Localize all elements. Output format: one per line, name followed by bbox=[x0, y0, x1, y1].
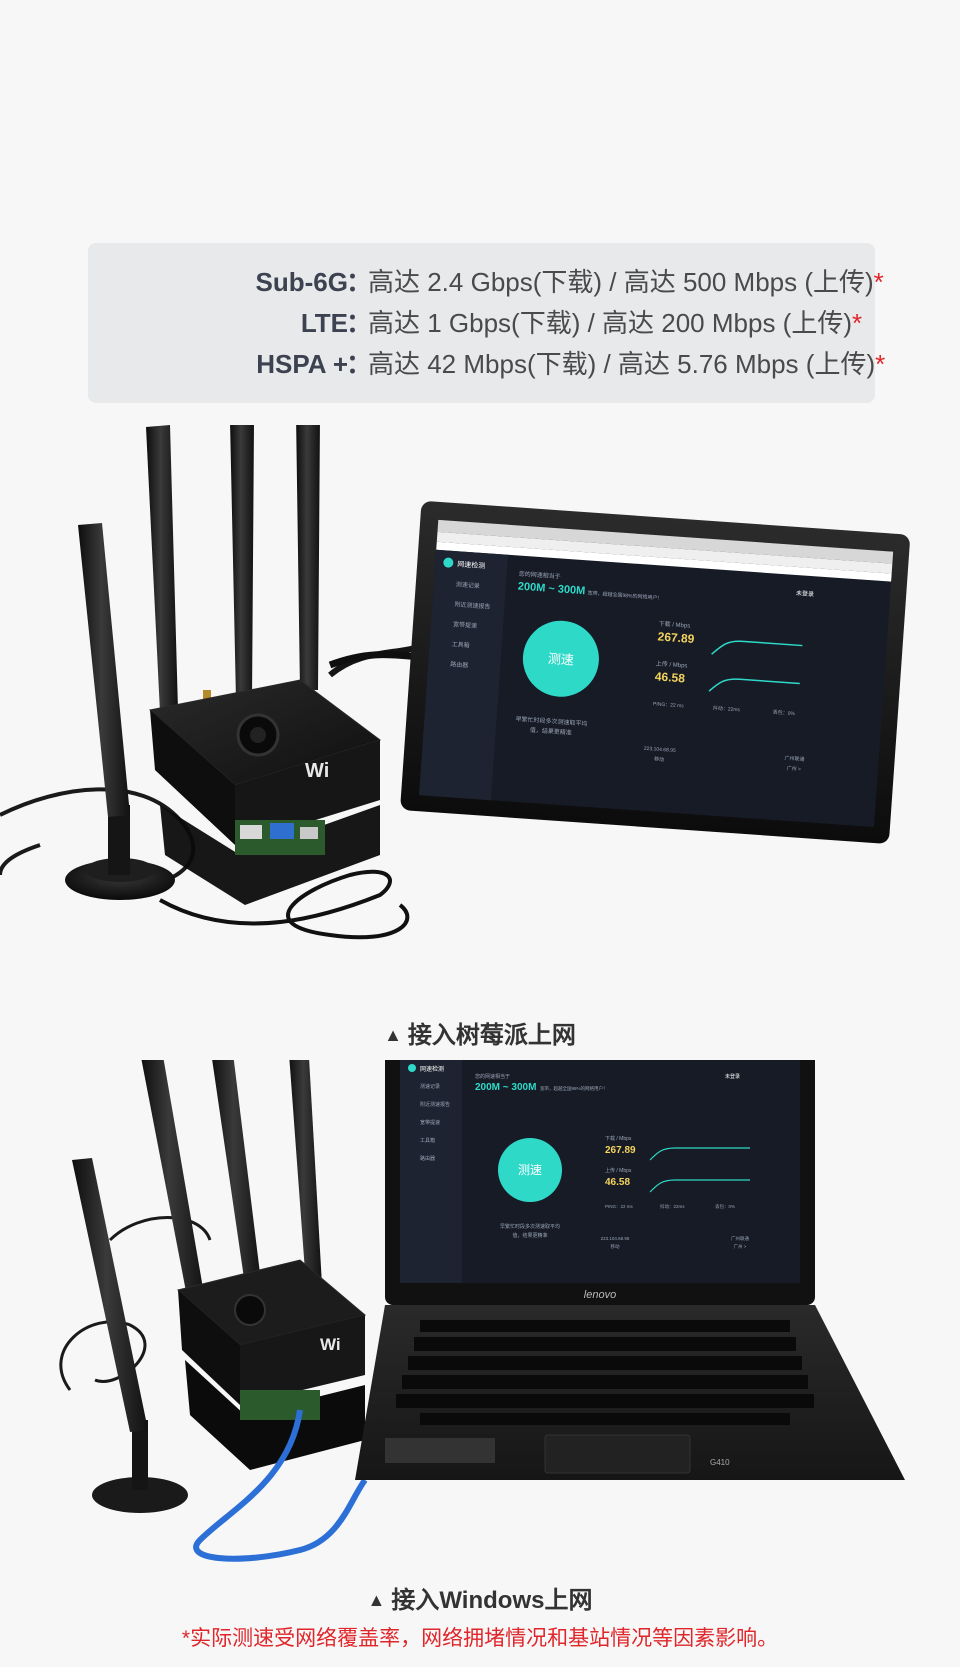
svg-text:Wi: Wi bbox=[305, 760, 329, 782]
laptop-speedtest-upload-value: 46.58 bbox=[605, 1177, 630, 1188]
speedtest-range: 200M ~ 300M bbox=[517, 581, 585, 598]
spec-colon: ： bbox=[346, 308, 373, 338]
spec-label: HSPA + bbox=[256, 349, 348, 379]
speedtest-nav-item: 路由器 bbox=[450, 660, 469, 669]
speedtest-button: 测速 bbox=[547, 651, 574, 668]
speedtest-jitter: 抖动：22ms bbox=[713, 704, 741, 713]
speedtest-nav-item: 工具箱 bbox=[451, 640, 470, 649]
speedtest-carrier-right-sub: 广州 > bbox=[786, 765, 801, 773]
speedtest-intro: 您的网速相当于 bbox=[518, 570, 560, 581]
laptop-speedtest-nav-item: 附近测速报告 bbox=[420, 1101, 450, 1108]
spec-box: Sub-6G ： 高达 2.4 Gbps(下载) / 高达 500 Mbps (… bbox=[88, 243, 885, 403]
laptop-speedtest-download-value: 267.89 bbox=[605, 1145, 636, 1156]
svg-text:Wi: Wi bbox=[320, 1335, 341, 1354]
laptop-speedtest-nav-item: 工具箱 bbox=[420, 1137, 435, 1144]
laptop-speedtest-hint: 早繁忙时段多次测速取平均 bbox=[500, 1223, 560, 1230]
spec-text: 高达 1 Gbps(下载) / 高达 200 Mbps (上传)* bbox=[368, 303, 862, 343]
speedtest-nav-item: 测速记录 bbox=[456, 580, 481, 590]
speedtest-ping: PING：22 ms bbox=[653, 701, 685, 709]
speedtest-ip: 223.104.68.95 bbox=[644, 746, 677, 754]
laptop-speedtest-hint: 值，结果更精准 bbox=[512, 1232, 547, 1239]
spec-star: * bbox=[851, 308, 863, 338]
caption-windows: ▲接入Windows上网 bbox=[0, 1580, 960, 1615]
spec-text: 高达 2.4 Gbps(下载) / 高达 500 Mbps (上传)* bbox=[368, 262, 884, 302]
raspberry-pi-photo: Wi 网速检测 测速记录 附近测速报告 宽带提速 工具箱 路由器 您的 bbox=[0, 425, 960, 1010]
laptop-speedtest-download-label: 下载 / Mbps bbox=[605, 1135, 632, 1142]
speedtest-hint: 值，结果更精准 bbox=[530, 726, 572, 737]
triangle-icon: ▲ bbox=[367, 1590, 386, 1610]
laptop-speedtest-nav-title: 网速检测 bbox=[420, 1065, 444, 1073]
windows-laptop-photo: Wi 网速检测 测速记录 附近测速报告 宽带提速 工具箱 路由器 您的网速相当于… bbox=[0, 1060, 960, 1570]
speedtest-loss: 丢包：0% bbox=[772, 709, 795, 718]
speedtest-upload-label: 上传 / Mbps bbox=[656, 659, 688, 669]
spec-value: 高达 1 Gbps(下载) / 高达 200 Mbps (上传) bbox=[368, 308, 852, 338]
laptop-model: G410 bbox=[710, 1458, 730, 1467]
laptop-speedtest-nav-item: 路由器 bbox=[420, 1155, 435, 1162]
laptop-speedtest-carrier-left: 移动 bbox=[611, 1243, 620, 1250]
caption-raspberry-text: 接入树莓派上网 bbox=[407, 1022, 576, 1049]
laptop-speedtest-button: 测速 bbox=[518, 1163, 542, 1177]
footnote: *实际测速受网络覆盖率，网络拥堵情况和基站情况等因素影响。 bbox=[181, 1627, 779, 1650]
spec-row-lte: LTE ： 高达 1 Gbps(下载) / 高达 200 Mbps (上传)* bbox=[88, 303, 875, 343]
laptop-speedtest-ping: PING：22 ms bbox=[605, 1204, 634, 1209]
laptop-speedtest-carrier-right-sub: 广州 > bbox=[734, 1243, 747, 1250]
spec-star: * bbox=[873, 267, 884, 297]
laptop-speedtest-nav-item: 宽带提速 bbox=[420, 1119, 440, 1126]
spec-row-hspa: HSPA + ： 高达 42 Mbps(下载) / 高达 5.76 Mbps (… bbox=[88, 344, 885, 384]
speedtest-download-value: 267.89 bbox=[657, 629, 695, 646]
speedtest-upload-value: 46.58 bbox=[654, 669, 685, 685]
speedtest-nav-item: 附近测速报告 bbox=[454, 600, 490, 610]
spec-star: * bbox=[875, 349, 886, 379]
spec-value: 高达 42 Mbps(下载) / 高达 5.76 Mbps (上传) bbox=[368, 349, 876, 379]
speedtest-login: 未登录 bbox=[796, 589, 815, 598]
laptop-speedtest-login: 未登录 bbox=[725, 1073, 740, 1080]
spec-row-sub6g: Sub-6G ： 高达 2.4 Gbps(下载) / 高达 500 Mbps (… bbox=[88, 262, 884, 302]
laptop-speedtest-ip: 223.104.68.95 bbox=[601, 1236, 630, 1241]
spec-label: Sub-6G bbox=[255, 267, 348, 297]
laptop-speedtest-nav-item: 测速记录 bbox=[420, 1083, 440, 1090]
laptop-speedtest-loss: 丢包：0% bbox=[715, 1203, 735, 1210]
spec-text: 高达 42 Mbps(下载) / 高达 5.76 Mbps (上传)* bbox=[368, 344, 885, 384]
laptop-speedtest-jitter: 抖动：22ms bbox=[660, 1203, 685, 1210]
speedtest-nav-item: 宽带提速 bbox=[453, 620, 478, 630]
spec-colon: ： bbox=[346, 349, 373, 379]
laptop-speedtest-carrier-right: 广州联通 bbox=[731, 1235, 749, 1242]
laptop-speedtest-upload-label: 上传 / Mbps bbox=[605, 1167, 632, 1174]
spec-value: 高达 2.4 Gbps(下载) / 高达 500 Mbps (上传) bbox=[368, 267, 874, 297]
laptop-speedtest-intro: 您的网速相当于 bbox=[475, 1073, 510, 1080]
laptop-speedtest-range-suffix: 宽带，超越全国98%的网络用户！ bbox=[540, 1085, 608, 1092]
laptop-brand: lenovo bbox=[584, 1289, 616, 1301]
speedtest-carrier-right: 广州联通 bbox=[784, 755, 804, 763]
caption-raspberry: ▲接入树莓派上网 bbox=[0, 1015, 960, 1050]
speedtest-download-label: 下载 / Mbps bbox=[658, 619, 690, 629]
speedtest-carrier-left: 移动 bbox=[654, 756, 664, 764]
spec-colon: ： bbox=[346, 267, 373, 297]
caption-windows-text: 接入Windows上网 bbox=[391, 1587, 593, 1614]
speedtest-nav-title: 网速检测 bbox=[457, 559, 486, 570]
spec-label: LTE bbox=[300, 308, 348, 338]
triangle-icon: ▲ bbox=[384, 1025, 402, 1045]
laptop-speedtest-range: 200M ~ 300M bbox=[475, 1082, 536, 1093]
